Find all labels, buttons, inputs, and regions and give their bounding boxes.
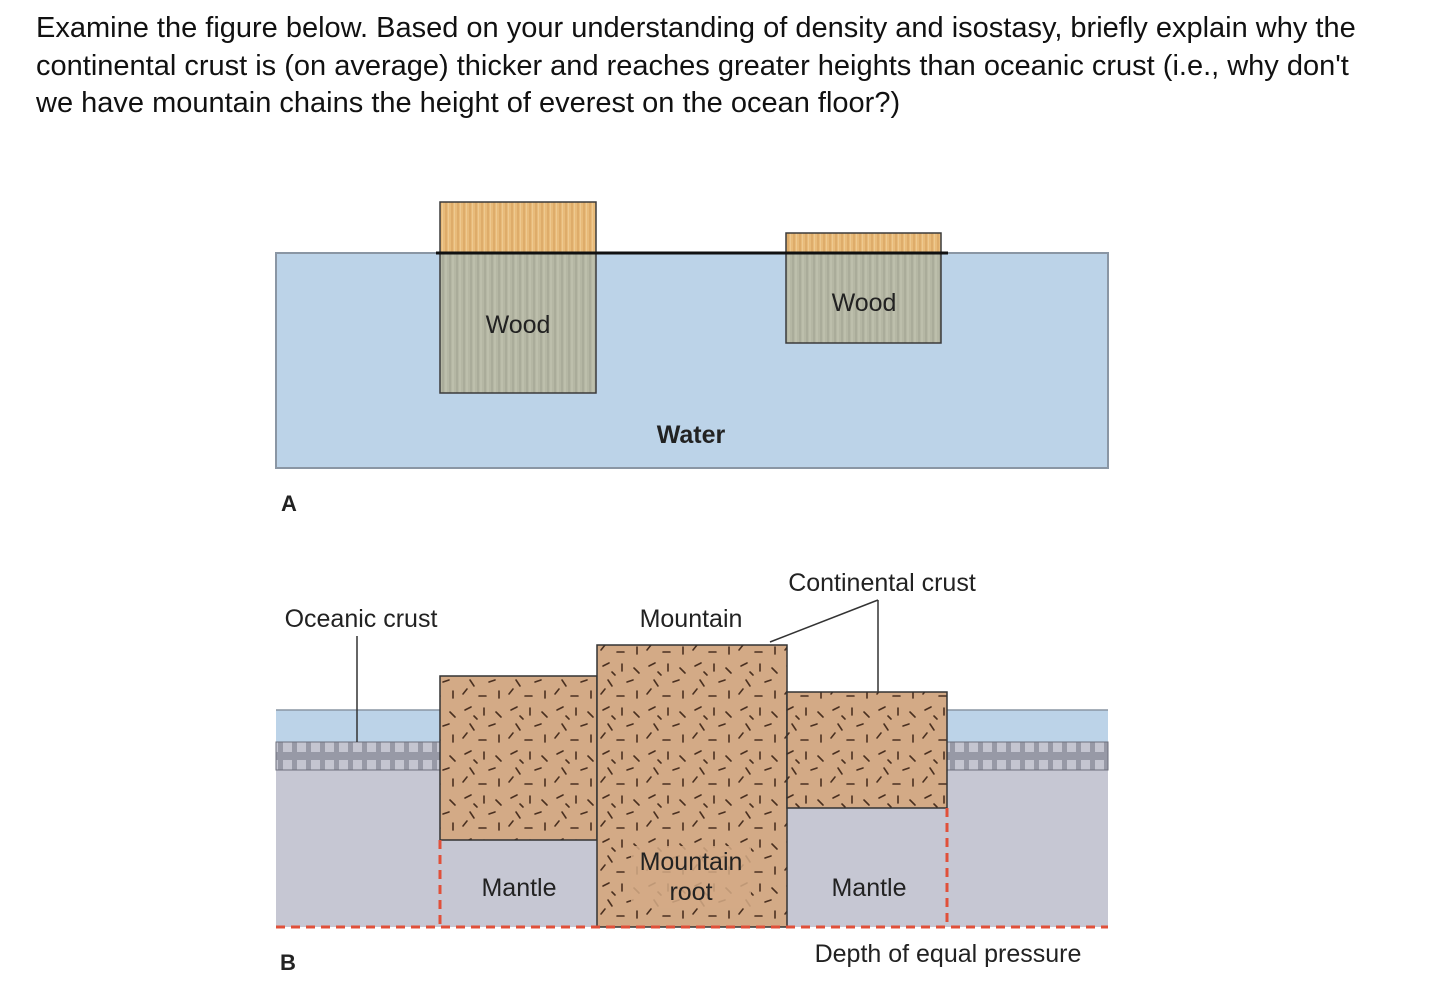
ocean-water-right: [947, 710, 1108, 742]
panel-b: Oceanic crust Mountain Continental crust…: [275, 569, 1109, 975]
oceanic-crust-left: [275, 741, 441, 771]
mantle-right-label: Mantle: [831, 874, 906, 902]
panel-b-label: B: [280, 950, 296, 975]
equal-pressure-dashes: [276, 808, 1108, 929]
continental-block-right: [786, 691, 948, 809]
wood-left-label: Wood: [486, 311, 551, 339]
continental-block-left: [439, 675, 598, 841]
wood-block-left: [439, 201, 597, 394]
question-text: Examine the figure below. Based on your …: [36, 12, 1356, 119]
mountain-root-label-line1: Mountain: [640, 848, 743, 876]
equal-pressure-label: Depth of equal pressure: [815, 940, 1082, 968]
mantle-right-region: [947, 770, 1108, 927]
mantle-under-right-crust: [787, 808, 947, 927]
wood-right-label: Wood: [832, 289, 897, 317]
mantle-left-region: [276, 770, 440, 927]
water-tank: [275, 252, 1109, 469]
continental-crust-leader-left: [769, 599, 879, 643]
water-label: Water: [657, 421, 726, 449]
mantle-left-label: Mantle: [481, 874, 556, 902]
panel-a: Wood Wood Water A: [275, 201, 1109, 516]
mantle-under-left-crust: [440, 840, 597, 927]
oceanic-crust-right: [946, 741, 1109, 771]
continental-crust-label: Continental crust: [788, 569, 976, 597]
oceanic-crust-label: Oceanic crust: [285, 605, 438, 633]
wood-block-right: [785, 232, 942, 344]
ocean-water-left: [276, 710, 440, 742]
mountain-root-label-line2: root: [669, 878, 712, 906]
mountain-label: Mountain: [640, 605, 743, 633]
panel-a-label: A: [281, 491, 297, 516]
